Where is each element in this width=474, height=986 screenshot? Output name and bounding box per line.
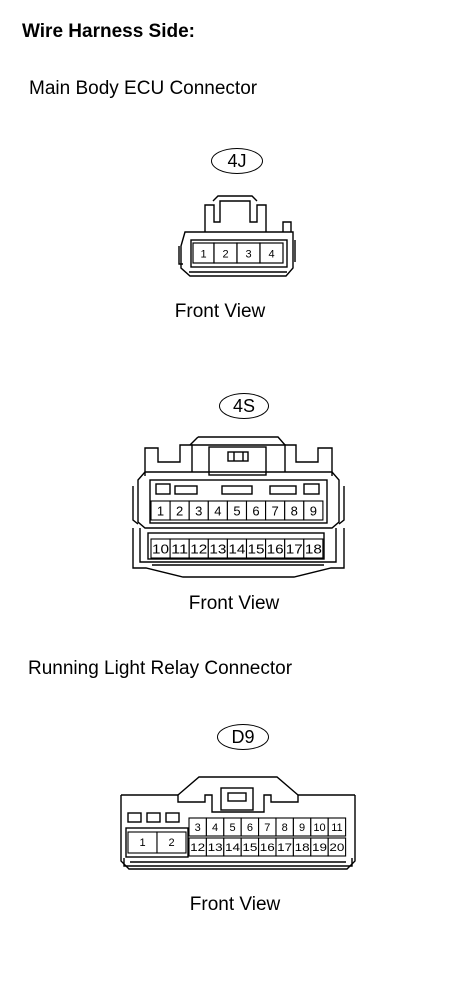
pin-label: 1 [139,837,145,849]
connector-4j-housing [178,195,296,277]
pin-label: 12 [190,542,207,557]
pin-label: 1 [157,504,164,519]
pin-label: 10 [313,822,325,834]
pin-label: 7 [264,822,270,834]
pin-label: 12 [190,842,205,854]
pin-label: 6 [247,822,253,834]
running-light-relay-connector-title: Running Light Relay Connector [28,658,293,679]
connector-4j-label: 4J [211,148,263,174]
pin-label: 14 [225,842,240,854]
connector-4s-view-label: Front View [188,593,280,614]
pin-label: 4 [268,249,274,261]
pin-label: 8 [291,504,298,519]
pin-label: 2 [168,837,174,849]
pin-label: 9 [310,504,317,519]
pin-label: 1 [200,249,206,261]
connector-4s-label: 4S [219,393,269,419]
pin-label: 16 [260,842,275,854]
pin-label: 4 [214,504,221,519]
pin-label: 20 [329,842,344,854]
pin-label: 3 [245,249,251,261]
pin-label: 5 [229,822,235,834]
connector-4s-pins [150,500,324,559]
pin-label: 14 [228,542,245,557]
pin-label: 11 [331,822,342,834]
connector-d9-pins [127,817,347,857]
pin-cell [303,538,324,559]
pin-label: 13 [208,842,223,854]
pin-label: 16 [267,542,284,557]
pin-cell [156,831,187,854]
pin-label: 18 [295,842,310,854]
pin-label: 11 [171,542,188,557]
connector-d9-housing [120,776,356,870]
pin-label: 5 [233,504,240,519]
pin-label: 3 [195,822,201,834]
pin-label: 17 [286,542,303,557]
pin-label: 10 [152,542,169,557]
connector-4j-pin-labels: 1 2 3 4 [200,249,274,261]
pin-cell [327,837,347,857]
pin-label: 6 [252,504,259,519]
pin-label: 13 [209,542,226,557]
connector-4j-view-label: Front View [174,301,266,322]
wire-harness-side-heading: Wire Harness Side: [22,21,196,42]
pin-label: 18 [305,542,322,557]
pin-label: 15 [242,842,257,854]
pin-label: 9 [299,822,305,834]
pin-cell [327,817,347,837]
pin-cell [303,500,324,521]
pin-label: 2 [222,249,228,261]
pin-label: 2 [176,504,183,519]
pin-label: 4 [212,822,218,834]
connector-d9-view-label: Front View [189,894,281,915]
pin-label: 8 [282,822,288,834]
pin-cell [259,242,284,264]
pin-label: 15 [248,542,265,557]
pin-label: 7 [272,504,279,519]
main-body-ecu-connector-title: Main Body ECU Connector [29,78,258,99]
pin-label: 19 [312,842,327,854]
pin-label: 3 [195,504,202,519]
connector-4s-housing [132,436,345,578]
connector-d9-label: D9 [217,724,269,750]
pin-label: 17 [277,842,292,854]
connector-4j-pins [192,242,284,264]
